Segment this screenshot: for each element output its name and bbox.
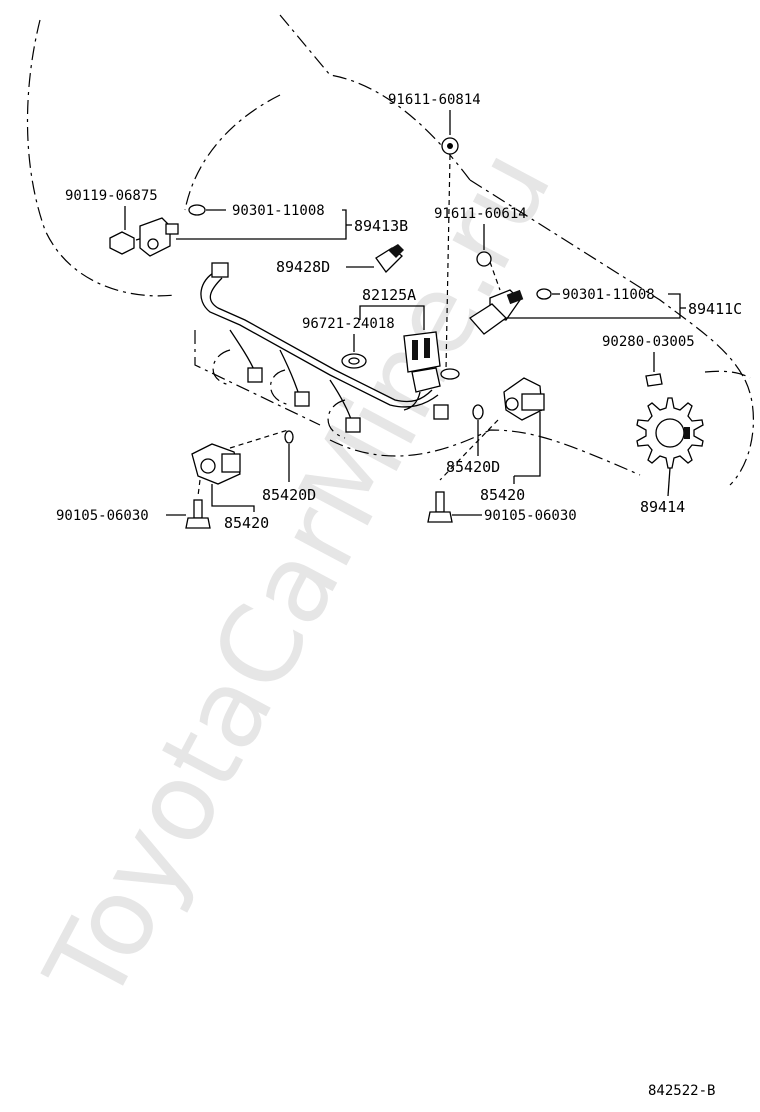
bolt-91611-60814-center <box>447 143 453 149</box>
sensor-89428D-cap <box>388 244 404 258</box>
bolt-90105-06030-right <box>427 511 453 523</box>
axis-91611-60614 <box>489 261 501 291</box>
label-89411C: 89411C <box>688 300 742 318</box>
engine-outline <box>26 19 176 297</box>
connector-82125A-pin2 <box>424 338 430 358</box>
harness-connector-3 <box>345 417 361 433</box>
bolt-90105-06030-right-shank <box>435 491 445 513</box>
diagram-code: 842522-B <box>648 1083 715 1099</box>
label-91611-60614: 91611-60614 <box>434 206 527 222</box>
left-connector-guide <box>194 330 321 426</box>
leader-89414 <box>667 467 671 497</box>
bracket-85420-left <box>211 484 255 512</box>
lower-housing-outline <box>329 429 641 476</box>
bolt-90105-06030-left <box>185 517 211 529</box>
harness-connector-4 <box>433 404 449 420</box>
oring-85420D-left <box>284 430 294 444</box>
label-85420D-right: 85420D <box>446 458 500 476</box>
label-85420-right: 85420 <box>480 486 525 504</box>
solenoid-85420-right-connector <box>521 393 545 411</box>
label-85420D-left: 85420D <box>262 486 316 504</box>
label-90280-03005: 90280-03005 <box>602 334 695 350</box>
grommet-96721-24018-hole <box>348 357 360 365</box>
axis-right-bolt <box>439 419 499 481</box>
connector-82125A-lead <box>403 391 421 411</box>
key-90280-03005 <box>645 373 663 387</box>
axis-left-bolt <box>197 479 201 497</box>
oring-90301-left <box>188 204 206 216</box>
oring-90301-right <box>536 288 552 300</box>
label-90301-11008-right: 90301-11008 <box>562 287 655 303</box>
connector-82125A-body <box>411 367 441 393</box>
harness-connector-1 <box>247 367 263 383</box>
oring-85420D-right <box>472 404 484 420</box>
connector-82125A <box>403 331 441 373</box>
gear-housing-outline <box>704 370 755 486</box>
connector-82125A-clip <box>440 368 460 380</box>
label-90105-06030-left: 90105-06030 <box>56 508 149 524</box>
label-89414: 89414 <box>640 498 685 516</box>
tube-outline <box>212 349 346 439</box>
bracket-85420-right <box>514 412 541 477</box>
wire-harness <box>200 271 439 408</box>
label-96721-24018: 96721-24018 <box>302 316 395 332</box>
gear-89414 <box>636 397 704 469</box>
axis-left-solenoid <box>229 429 289 449</box>
solenoid-85420-left-connector <box>221 453 241 473</box>
label-90301-11008-left: 90301-11008 <box>232 203 325 219</box>
housing-outline <box>279 14 471 181</box>
housing-outline-inner <box>184 94 281 211</box>
label-89413B: 89413B <box>354 217 408 235</box>
sensor-89413B <box>139 217 171 257</box>
label-82125A: 82125A <box>362 286 416 304</box>
bolt-90119-06875 <box>109 231 135 255</box>
bolt-90105-06030-left-shank <box>193 499 203 519</box>
wire-harness-inner <box>209 277 433 403</box>
solenoid-85420-right-port <box>505 397 519 411</box>
connector-82125A-pin1 <box>412 340 418 360</box>
label-90119-06875: 90119-06875 <box>65 188 158 204</box>
label-85420-left: 85420 <box>224 514 269 532</box>
bolt-91611-60614 <box>476 251 492 267</box>
bracket-89411C <box>506 293 681 319</box>
bracket-82125A <box>359 305 425 330</box>
label-89428D: 89428D <box>276 258 330 276</box>
sensor-89411C-cap <box>506 289 524 305</box>
label-90105-06030-right: 90105-06030 <box>484 508 577 524</box>
harness-connector-2 <box>294 391 310 407</box>
harness-connector-top <box>211 262 229 278</box>
solenoid-85420-left-port <box>200 458 216 474</box>
sensor-89413B-tip <box>165 223 179 235</box>
housing-outline-right <box>469 179 746 381</box>
sensor-89413B-hole <box>147 238 159 250</box>
label-91611-60814: 91611-60814 <box>388 92 481 108</box>
